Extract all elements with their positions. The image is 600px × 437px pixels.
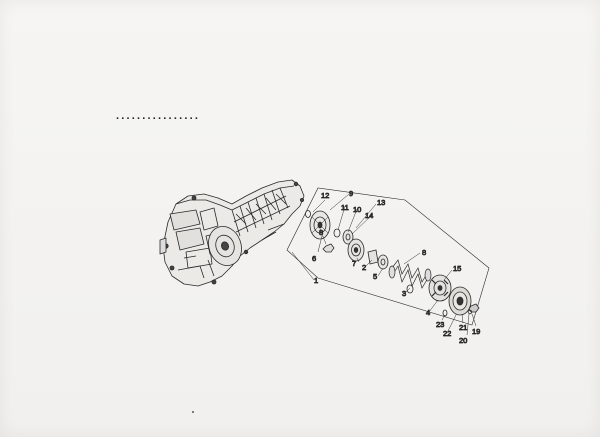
callout-2: 2 xyxy=(362,263,366,272)
scan-speck xyxy=(192,411,194,413)
callout-11: 11 xyxy=(341,203,349,212)
callout-10: 10 xyxy=(353,205,361,214)
callout-23: 23 xyxy=(436,320,444,329)
callout-numbers: 1 2 3 4 5 6 7 8 8 9 10 11 12 13 14 15 19… xyxy=(312,189,481,346)
placeholder-dots: ................ xyxy=(116,110,201,122)
movable-drive-face-part xyxy=(347,238,365,262)
drive-face-part xyxy=(309,210,331,240)
callout-3: 3 xyxy=(402,289,406,298)
callout-7: 7 xyxy=(352,259,356,268)
callout-20: 20 xyxy=(459,336,467,345)
leader-lines xyxy=(291,193,477,336)
callout-4: 4 xyxy=(426,308,430,317)
exploded-components: 1 2 3 4 5 6 7 8 8 9 10 11 12 13 14 15 19… xyxy=(286,187,490,346)
clutch-spring-part xyxy=(388,259,432,289)
callout-9: 9 xyxy=(349,189,353,198)
clutch-carrier-part xyxy=(428,274,452,302)
seal-ring-part xyxy=(406,284,414,294)
assembly-bracket-line xyxy=(286,187,490,326)
callout-21: 21 xyxy=(459,323,467,332)
callout-8: 8 xyxy=(422,248,426,257)
callout-6: 6 xyxy=(312,254,316,263)
small-washer-part xyxy=(442,309,448,317)
nut-part xyxy=(322,243,335,253)
collar-part xyxy=(367,249,379,265)
callout-8b: 8 xyxy=(319,228,323,237)
spacer-part xyxy=(377,254,389,270)
clutch-bell-part xyxy=(448,286,472,316)
callout-13: 13 xyxy=(377,198,385,207)
end-washer-part xyxy=(467,309,473,315)
callout-15: 15 xyxy=(453,264,461,273)
callout-14: 14 xyxy=(365,211,373,220)
callout-1: 1 xyxy=(314,276,318,285)
callout-12: 12 xyxy=(321,191,329,200)
end-nut-part xyxy=(468,303,480,313)
engine-crankcase-drawing xyxy=(159,179,305,287)
washer-part xyxy=(305,210,311,218)
ramp-plate-part xyxy=(342,229,354,245)
callout-19: 19 xyxy=(472,327,480,336)
callout-22: 22 xyxy=(443,329,451,338)
callout-5: 5 xyxy=(373,272,377,281)
bushing-part xyxy=(333,228,341,238)
